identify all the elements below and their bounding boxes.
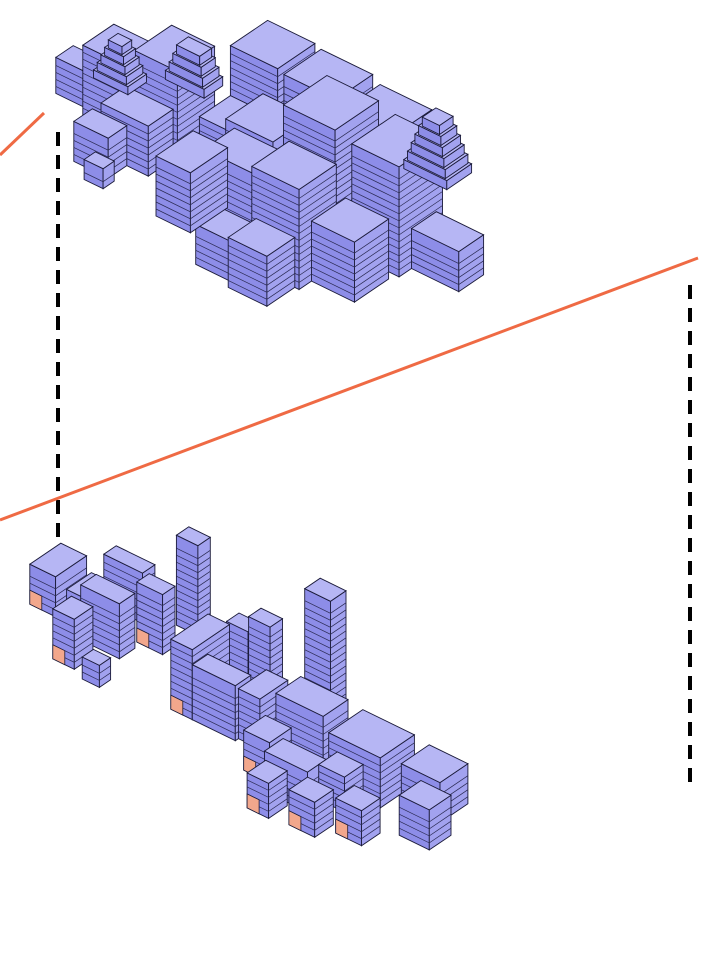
building-block bbox=[412, 212, 484, 292]
lower-massing-group bbox=[30, 527, 468, 850]
building-block bbox=[399, 781, 451, 850]
building-block bbox=[247, 760, 287, 818]
block-side-face bbox=[119, 593, 134, 659]
building-block bbox=[289, 777, 333, 837]
building-block bbox=[82, 649, 110, 687]
building-block bbox=[336, 786, 380, 846]
upper-massing-group bbox=[56, 20, 484, 306]
building-block bbox=[137, 574, 175, 655]
building-block bbox=[312, 198, 389, 302]
orange-guide-line-top bbox=[0, 113, 44, 155]
